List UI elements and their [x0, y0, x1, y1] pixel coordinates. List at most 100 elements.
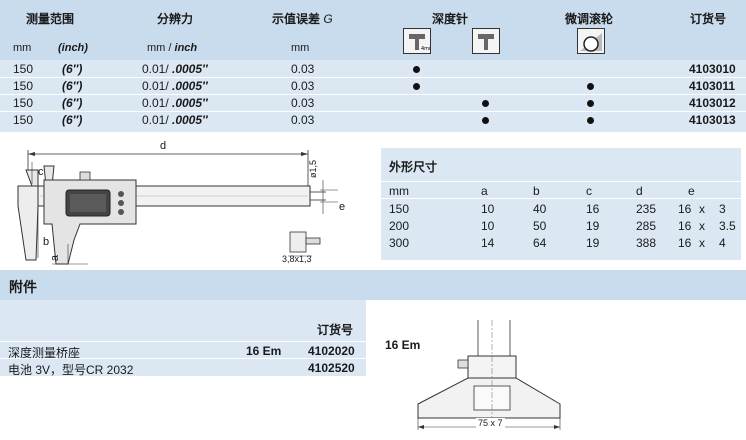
roller-dot: [587, 117, 594, 124]
label-rod-diameter: ø1,5: [308, 159, 318, 178]
header-order-no: 订货号: [690, 12, 727, 26]
row-separator: [0, 111, 746, 112]
table-header-band: [0, 0, 746, 60]
round-rod-dot: [482, 117, 489, 124]
cell-res-mm: 0.01/: [142, 62, 169, 76]
dim-header: mm: [389, 184, 409, 198]
dim-cell-e: x: [699, 202, 705, 216]
dimensions-panel: [381, 148, 741, 260]
dim-cell: 10: [481, 219, 495, 233]
header-depth-rod: 深度针: [432, 12, 469, 26]
table-body-band: [0, 60, 746, 132]
dim-cell: 19: [586, 219, 600, 233]
flat-depth-rod-icon: 4mm: [403, 28, 434, 54]
accessories-band: [0, 270, 746, 300]
accessories-title: 附件: [9, 279, 37, 295]
depth-base-drawing: [417, 320, 561, 430]
dim-cell: 14: [481, 236, 495, 250]
divider: [0, 358, 366, 359]
cell-error: 0.03: [291, 113, 315, 127]
dim-cell: 285: [636, 219, 657, 233]
dim-cell: 16: [586, 202, 600, 216]
dim-cell: 10: [481, 202, 495, 216]
dim-cell-e: 3.5: [719, 219, 736, 233]
label-d: d: [160, 140, 167, 152]
dim-cell-e: 16: [678, 202, 692, 216]
cell-error: 0.03: [291, 79, 315, 93]
cell-range-mm: 150: [13, 113, 34, 127]
round-depth-rod-icon: [472, 28, 500, 54]
unit-mm: mm: [13, 42, 32, 54]
dim-cell-e: 4: [719, 236, 726, 250]
cell-range-inch: (6″): [62, 79, 83, 93]
dim-cell: 40: [533, 202, 547, 216]
cell-res-inch: .0005″: [172, 113, 208, 127]
cell-range-mm: 150: [13, 62, 34, 76]
label-a: a: [49, 254, 62, 262]
row-separator: [0, 77, 746, 78]
cell-res-mm: 0.01/: [142, 79, 169, 93]
dim-cell: 300: [389, 236, 410, 250]
flat-rod-dot: [413, 83, 420, 90]
depth-base-dim: 75 x 7: [476, 418, 505, 428]
label-b: b: [43, 236, 50, 248]
cell-order-no: 4103013: [689, 113, 736, 127]
cell-range-mm: 150: [13, 79, 34, 93]
cell-order-no: 4103010: [689, 62, 736, 76]
roller-dot: [587, 83, 594, 90]
dim-cell: 388: [636, 236, 657, 250]
dim-cell: 235: [636, 202, 657, 216]
accessory-order: 4102020: [308, 344, 355, 358]
unit-res: mm / inch: [147, 42, 198, 54]
header-thumb-roller: 微调滚轮: [565, 12, 614, 26]
dim-header: a: [481, 184, 488, 198]
label-e: e: [339, 201, 346, 213]
accessory-name: 深度测量桥座: [8, 346, 81, 360]
cell-res-inch: .0005″: [172, 79, 208, 93]
dim-cell-e: 16: [678, 219, 692, 233]
round-rod-dot: [482, 100, 489, 107]
divider: [0, 341, 366, 342]
accessory-name: 电池 3V，型号CR 2032: [8, 363, 134, 377]
dim-cell: 200: [389, 219, 410, 233]
dim-cell-e: x: [699, 236, 705, 250]
dim-cell: 64: [533, 236, 547, 250]
cell-range-inch: (6″): [62, 96, 83, 110]
accessory-order: 4102520: [308, 361, 355, 375]
divider: [381, 181, 741, 182]
roller-dot: [587, 100, 594, 107]
label-c: c: [38, 166, 44, 178]
cell-res-mm: 0.01/: [142, 113, 169, 127]
cell-res-mm: 0.01/: [142, 96, 169, 110]
accessory-model: 16 Em: [246, 344, 282, 358]
cell-order-no: 4103011: [689, 79, 736, 93]
unit-err: mm: [291, 42, 310, 54]
dim-cell: 50: [533, 219, 547, 233]
accessories-table-band: [0, 300, 366, 376]
cell-res-inch: .0005″: [172, 96, 208, 110]
divider: [381, 198, 741, 199]
dim-cell-e: 3: [719, 202, 726, 216]
depth-base-label: 16 Em: [385, 338, 421, 352]
header-error: 示值误差 G: [272, 12, 333, 26]
dimensions-title: 外形尺寸: [389, 160, 438, 174]
dim-cell-e: 16: [678, 236, 692, 250]
cell-error: 0.03: [291, 96, 315, 110]
cell-range-inch: (6″): [62, 113, 83, 127]
dim-cell: 19: [586, 236, 600, 250]
label-rod-tip: 3,8x1,3: [282, 254, 312, 264]
error-symbol: G: [323, 12, 333, 26]
dim-header: b: [533, 184, 540, 198]
dim-cell: 150: [389, 202, 410, 216]
row-separator: [0, 94, 746, 95]
header-range: 测量范围: [26, 12, 75, 26]
cell-res-inch: .0005″: [172, 62, 208, 76]
cell-range-inch: (6″): [62, 62, 83, 76]
cell-order-no: 4103012: [689, 96, 736, 110]
dim-header: d: [636, 184, 643, 198]
svg-text:4mm: 4mm: [421, 46, 430, 52]
dim-cell-e: x: [699, 219, 705, 233]
thumb-roller-icon: [577, 28, 605, 54]
unit-inch: (inch): [58, 42, 88, 54]
dim-header: c: [586, 184, 592, 198]
